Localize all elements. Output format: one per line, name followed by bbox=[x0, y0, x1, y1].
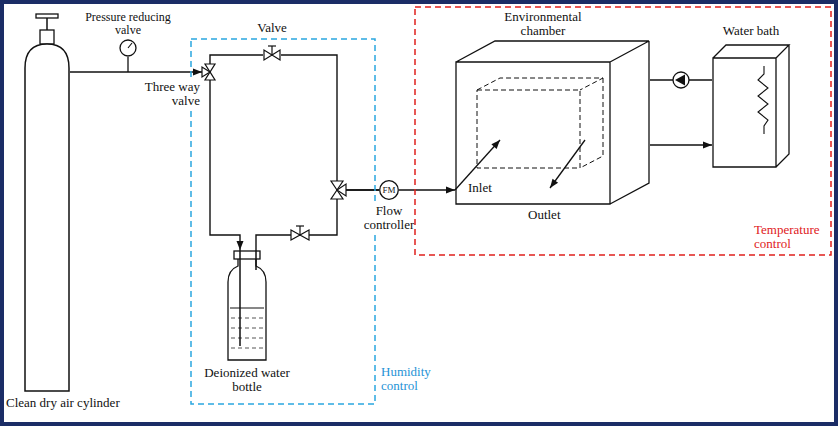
pipe-line bbox=[281, 55, 379, 190]
cylinder-valve-stem bbox=[46, 18, 48, 30]
valve-stem bbox=[271, 46, 272, 55]
flow-controller: FMFlow controller bbox=[379, 180, 399, 200]
pipe-connector bbox=[210, 80, 244, 250]
flow-meter-tag: FM bbox=[379, 180, 399, 200]
pump-symbol bbox=[673, 72, 689, 88]
arrow-head bbox=[703, 142, 712, 149]
water-bath-shape bbox=[712, 44, 790, 168]
flow-meter-circle bbox=[380, 181, 399, 200]
valve-label: Valve bbox=[247, 21, 297, 35]
temperature-control-region: Temperature control Environmental chamber… bbox=[414, 6, 832, 256]
dashed-region-border bbox=[191, 39, 375, 404]
valve-triangle bbox=[337, 184, 346, 196]
pressure-gauge-shape bbox=[119, 39, 137, 57]
valve-triangle bbox=[205, 64, 215, 72]
arrow-head bbox=[193, 69, 202, 76]
water-bottle-shape bbox=[226, 250, 268, 362]
valve-stem bbox=[268, 45, 276, 46]
water-hatch bbox=[231, 328, 264, 329]
arrow-head bbox=[446, 187, 455, 194]
bottle-body bbox=[228, 259, 266, 360]
gauge-label: Pressure reducing valve bbox=[82, 11, 174, 37]
valve-triangle bbox=[264, 50, 272, 60]
flow-controller-label: Flow controller bbox=[354, 204, 424, 232]
chamber-outline bbox=[456, 41, 649, 204]
valve-triangle bbox=[272, 50, 280, 60]
pressure-gauge: Pressure reducing valve bbox=[119, 39, 137, 57]
water-hatch bbox=[231, 338, 264, 339]
humidity-control-region-shape bbox=[190, 38, 376, 405]
valve-symbol: Valve bbox=[263, 45, 281, 61]
gas-cylinder-shape bbox=[24, 42, 70, 392]
valve-stem bbox=[299, 226, 300, 235]
pipe-line bbox=[210, 80, 240, 250]
three-way-valve: Three way valve bbox=[202, 64, 218, 80]
cylinder-body bbox=[25, 44, 69, 391]
bath-label: Water bath bbox=[702, 24, 800, 38]
pipe-line bbox=[210, 55, 263, 64]
chamber-inner-box bbox=[477, 78, 603, 168]
pipe-connector bbox=[210, 55, 263, 64]
region-heading: Temperature control bbox=[754, 223, 828, 251]
valve-triangle bbox=[291, 230, 300, 240]
arrow-head bbox=[237, 241, 244, 250]
pipe-line bbox=[650, 144, 712, 145]
pipe-line bbox=[70, 71, 202, 72]
inlet-tube bbox=[239, 250, 241, 346]
pipe-connector bbox=[70, 69, 202, 76]
valve-symbol-shape bbox=[263, 45, 281, 61]
outlet-arrow bbox=[550, 140, 585, 188]
cylinder-valve-body bbox=[40, 30, 54, 44]
pipe-connector bbox=[281, 55, 379, 190]
bath-outline bbox=[713, 45, 789, 167]
cylinder-valve-handle bbox=[36, 14, 58, 18]
three-way-valve-shape bbox=[202, 64, 218, 80]
region-heading: Humidity control bbox=[381, 365, 443, 393]
water-hatch bbox=[231, 348, 264, 349]
water-surface bbox=[230, 308, 264, 309]
dashed-region-border bbox=[415, 7, 831, 255]
arrow-head bbox=[550, 179, 558, 188]
chamber-label: Environmental chamber bbox=[485, 10, 601, 38]
pipe-connector bbox=[399, 187, 455, 194]
three-way-valve-symbol bbox=[331, 181, 346, 199]
port-label: Outlet bbox=[528, 208, 561, 222]
water-bath: Water bath bbox=[712, 44, 790, 168]
cylinder-label: Clean dry air cylinder bbox=[6, 396, 120, 410]
gauge-needle bbox=[128, 43, 132, 48]
port-label: Inlet bbox=[468, 181, 492, 195]
water-bottle: Deionized water bottle bbox=[226, 250, 268, 362]
heater-coil bbox=[758, 66, 768, 134]
valve-triangle bbox=[300, 230, 309, 240]
bottle-label: Deionized water bottle bbox=[201, 366, 293, 394]
gauge-stem bbox=[127, 57, 128, 72]
valve-symbol bbox=[291, 226, 309, 240]
valve-triangle bbox=[205, 72, 215, 80]
pipe-connector bbox=[650, 142, 712, 149]
pump-circle bbox=[673, 72, 689, 88]
water-hatch bbox=[231, 318, 264, 319]
gas-cylinder: Clean dry air cylinder bbox=[24, 42, 70, 392]
gauge-circle bbox=[120, 40, 136, 56]
pump-triangle bbox=[675, 75, 685, 86]
humidity-control-region: Humidity controlThree way valveValveDeio… bbox=[190, 38, 376, 405]
outlet-tube bbox=[255, 250, 257, 270]
valve-stem bbox=[296, 225, 304, 226]
valve-label: Three way valve bbox=[128, 80, 200, 108]
arrow-head bbox=[491, 140, 500, 149]
